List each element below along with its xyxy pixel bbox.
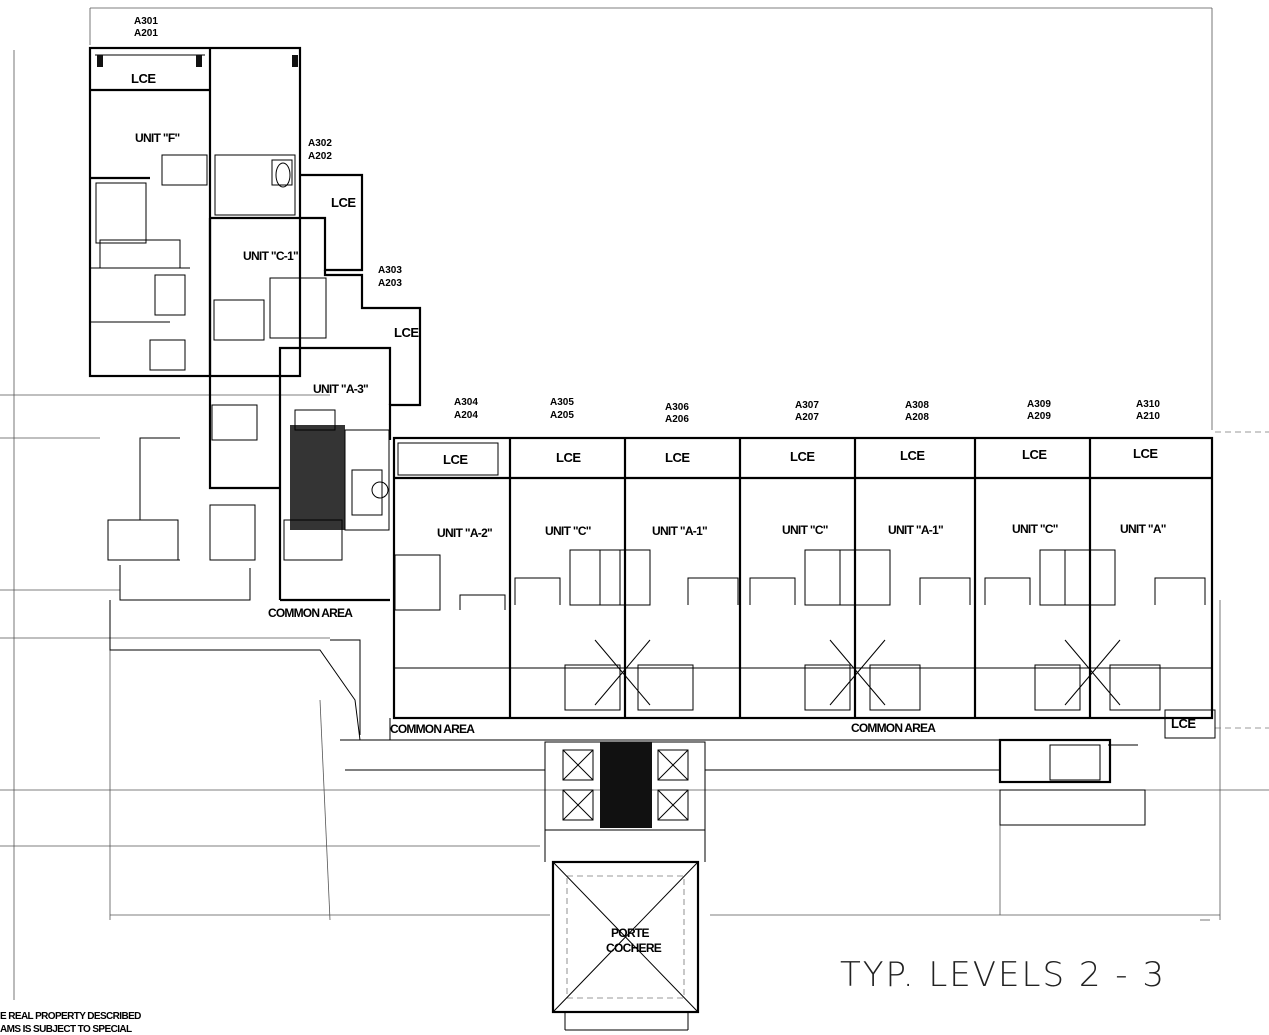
unit-name-label: UNIT "F"	[135, 131, 179, 145]
unit-number-upper: A307	[795, 400, 819, 411]
porte-cochere	[551, 860, 700, 1031]
lce-label: LCE	[900, 448, 925, 463]
lce-label: LCE	[331, 195, 356, 210]
main-bar	[340, 436, 1216, 771]
common-area-label: COMMON AREA	[851, 721, 936, 735]
unit-number-lower: A207	[795, 412, 819, 423]
unit-number-lower: A208	[905, 412, 929, 423]
lce-label: LCE	[131, 71, 156, 86]
lce-label: LCE	[1022, 447, 1047, 462]
lce-label: LCE	[665, 450, 690, 465]
unit-name-label: UNIT "A"	[1120, 522, 1166, 536]
unit-number-lower: A202	[308, 151, 332, 162]
unit-number-upper: A306	[665, 402, 689, 413]
unit-number-lower: A205	[550, 410, 574, 421]
unit-number-lower: A209	[1027, 411, 1051, 422]
unit-name-label: UNIT "A-1"	[652, 524, 707, 538]
unit-name-label: UNIT "A-3"	[313, 382, 368, 396]
kitchens	[459, 577, 1206, 610]
footnote: E REAL PROPERTY DESCRIBED AMS IS SUBJECT…	[0, 1011, 142, 1035]
unit-number-upper: A304	[454, 397, 478, 408]
right-stair	[998, 738, 1146, 826]
lce-label: LCE	[394, 325, 419, 340]
lce-label: LCE	[556, 450, 581, 465]
porte-cochere-line2: COCHERE	[606, 941, 662, 955]
elevator-core	[544, 741, 706, 862]
unit-number-upper: A309	[1027, 399, 1051, 410]
footnote-line: AMS IS SUBJECT TO SPECIAL	[0, 1024, 132, 1035]
unit-number-lower: A204	[454, 410, 478, 421]
unit-number-upper: A303	[378, 265, 402, 276]
middle-wing	[208, 173, 422, 602]
dimension-lines	[0, 7, 1269, 1000]
unit-name-label: UNIT "C-1"	[243, 249, 298, 263]
unit-number-lower: A210	[1136, 411, 1160, 422]
unit-number-upper: A305	[550, 397, 574, 408]
lce-label: LCE	[443, 452, 468, 467]
unit-name-label: UNIT "A-1"	[888, 523, 943, 537]
unit-name-label: UNIT "C"	[545, 524, 591, 538]
unit-number-upper: A301	[134, 16, 158, 27]
lce-label: LCE	[790, 449, 815, 464]
footnote-line: E REAL PROPERTY DESCRIBED	[0, 1011, 141, 1022]
unit-number-labels: A301 A201 A302 A202 A303 A203 A304 A204 …	[134, 16, 1160, 425]
unit-number-lower: A203	[378, 278, 402, 289]
unit-number-upper: A302	[308, 138, 332, 149]
unit-number-lower: A201	[134, 28, 158, 39]
unit-number-lower: A206	[665, 414, 689, 425]
sheet-title: TYP. LEVELS 2 - 3	[840, 955, 1166, 995]
bath-blocks	[394, 549, 1161, 711]
common-area-label: COMMON AREA	[390, 722, 475, 736]
porte-cochere-label: PORTE COCHERE	[606, 926, 663, 955]
unit-name-label: UNIT "A-2"	[437, 526, 492, 540]
corridor-x	[594, 639, 1121, 706]
unit-name-labels: UNIT "F" UNIT "C-1" UNIT "A-3" UNIT "A-2…	[135, 131, 1166, 540]
lce-label: LCE	[1171, 716, 1196, 731]
common-area-labels: COMMON AREA COMMON AREA COMMON AREA	[268, 606, 937, 736]
left-lower	[107, 437, 361, 741]
common-area-label: COMMON AREA	[268, 606, 353, 620]
left-wing	[88, 46, 302, 378]
unit-name-label: UNIT "C"	[782, 523, 828, 537]
lce-label: LCE	[1133, 446, 1158, 461]
unit-number-upper: A310	[1136, 399, 1160, 410]
unit-name-label: UNIT "C"	[1012, 522, 1058, 536]
unit-number-upper: A308	[905, 400, 929, 411]
lce-labels: LCE LCE LCE LCE LCE LCE LCE LCE LCE LCE …	[131, 71, 1197, 731]
porte-cochere-line1: PORTE	[611, 926, 650, 940]
